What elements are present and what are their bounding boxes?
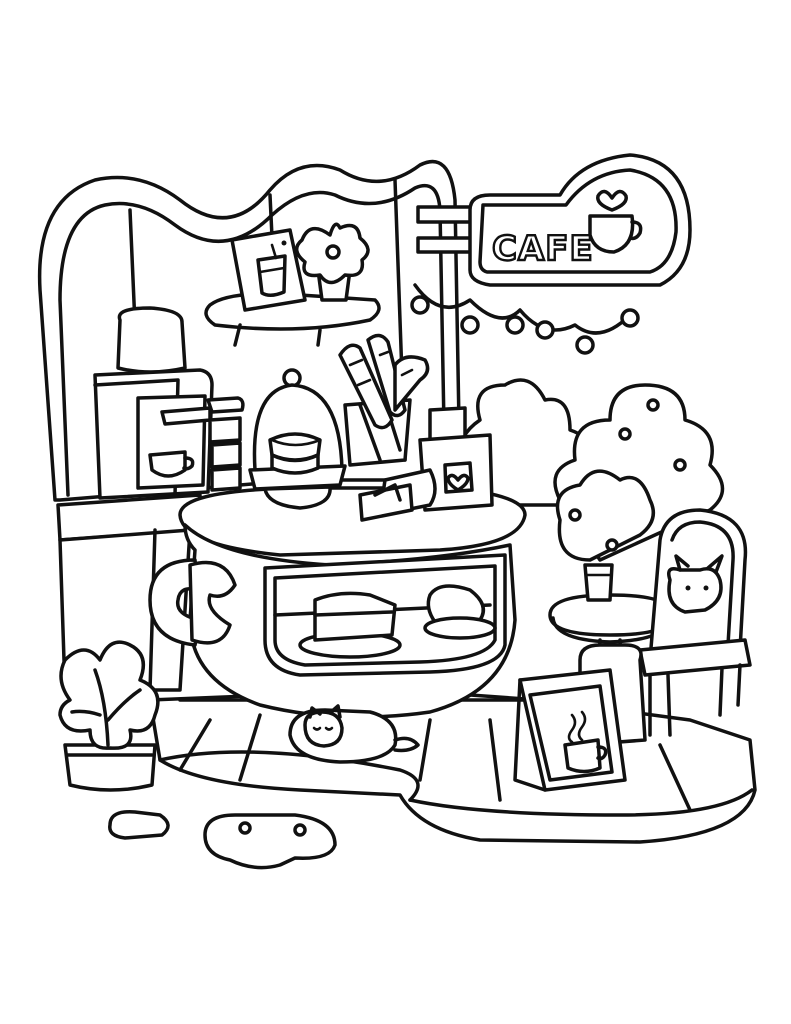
left-potted-plant: [58, 640, 160, 792]
sign-label: CAFE: [492, 229, 594, 269]
coffee-machine: [93, 306, 245, 500]
floor-stones: [108, 810, 337, 870]
heart-icon: [596, 189, 628, 212]
display-cakes: [298, 584, 497, 659]
shelf-flower-pot: [295, 222, 370, 302]
heart-icon: [446, 473, 470, 492]
string-lights: [410, 283, 640, 355]
framed-drink-picture: [230, 228, 307, 312]
bread-bag: [338, 333, 430, 467]
back-counter: [56, 493, 202, 692]
cafe-chair: [638, 508, 752, 737]
cake-dome: [248, 368, 347, 510]
sleeping-cat: [288, 704, 420, 764]
a-frame-board: [513, 668, 627, 792]
cafe-sign: CAFE: [416, 153, 692, 287]
cash-register: [358, 406, 494, 522]
